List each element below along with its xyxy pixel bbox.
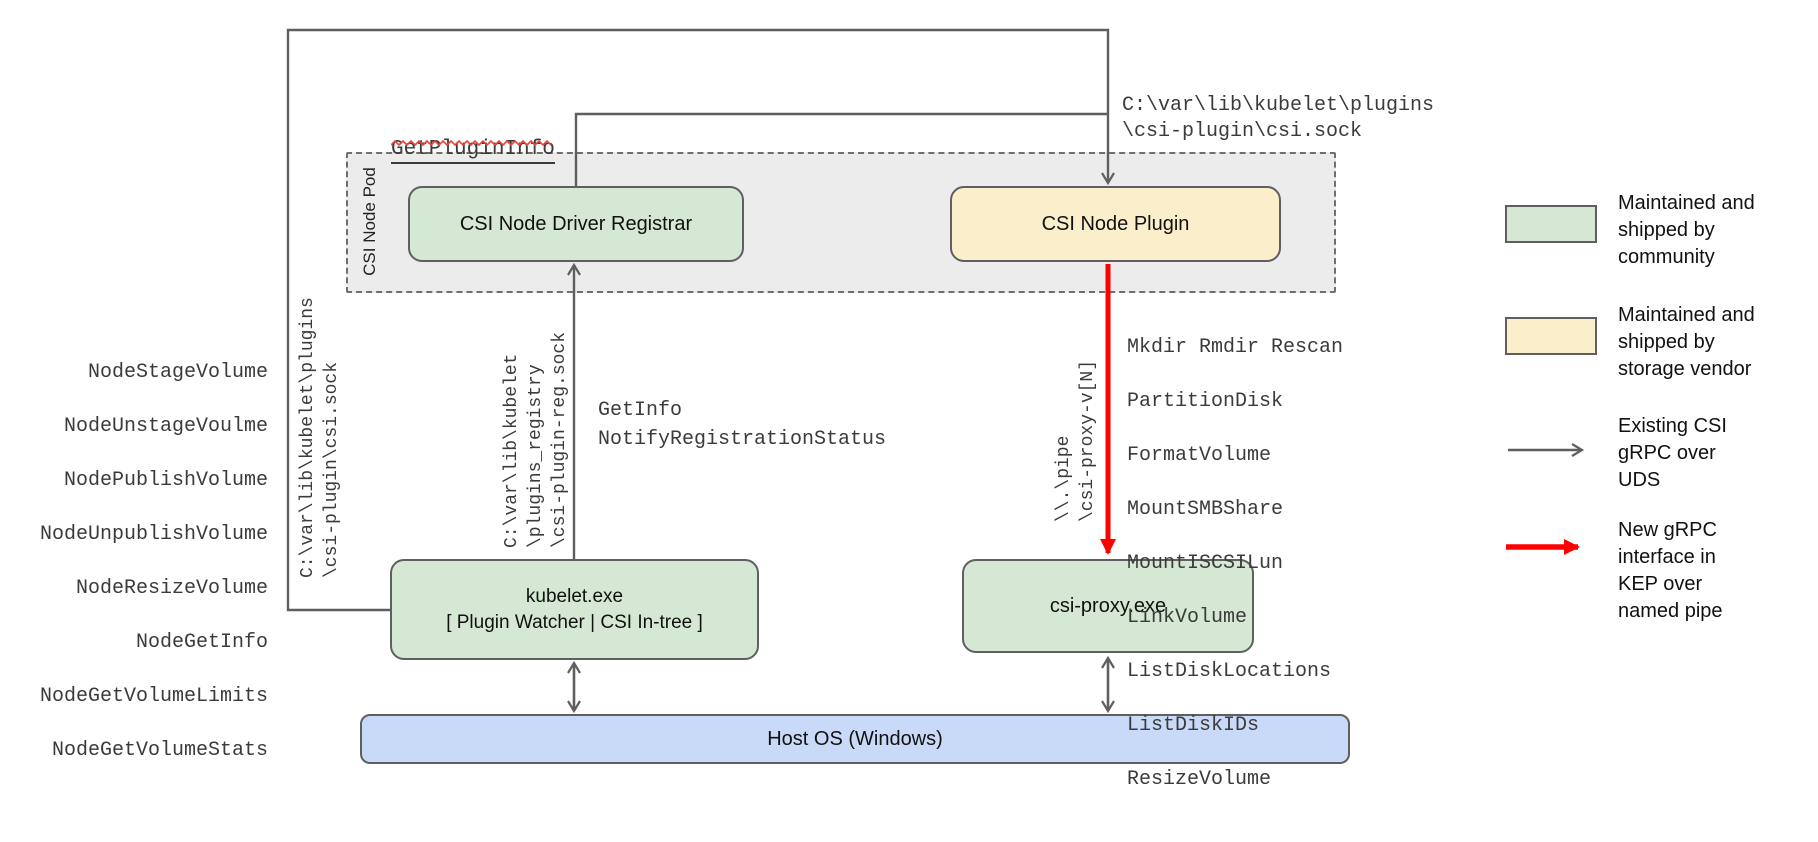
- plugin-label: CSI Node Plugin: [1041, 213, 1190, 235]
- kubelet-label-line2: [ Plugin Watcher | CSI In-tree ]: [446, 611, 703, 633]
- registration-rpc-label: GetInfo NotifyRegistrationStatus: [598, 399, 887, 451]
- csi-sock-path-rotated-label: C:\var\lib\kubelet\plugins \csi-plugin\c…: [298, 297, 342, 578]
- legend-text-existing-grpc: Existing CSI gRPC over UDS: [1618, 415, 1727, 491]
- node-rpc-item: NodeUnstageVoulme: [63, 415, 268, 438]
- legend-swatch-vendor: [1505, 317, 1597, 355]
- proxy-rpc-item: ListDiskIDs: [1127, 714, 1260, 737]
- proxy-rpc-list: Mkdir Rmdir Rescan PartitionDisk FormatV…: [1127, 307, 1343, 820]
- legend-text-new-grpc: New gRPC interface in KEP over named pip…: [1618, 519, 1723, 622]
- legend-text-community: Maintained and shipped by community: [1618, 192, 1755, 268]
- host-os-label: Host OS (Windows): [767, 728, 943, 750]
- kubelet-label-line1: kubelet.exe: [525, 585, 624, 607]
- legend-swatch-community: [1505, 205, 1597, 243]
- node-rpc-item: NodeGetVolumeLimits: [39, 685, 268, 708]
- proxy-rpc-item: MountSMBShare: [1127, 498, 1284, 521]
- registrar-label: CSI Node Driver Registrar: [459, 213, 693, 235]
- csi-node-pod-label: CSI Node Pod: [360, 167, 379, 276]
- spellcheck-wavy-underline: [391, 139, 552, 147]
- proxy-rpc-item: FormatVolume: [1127, 444, 1272, 467]
- node-rpc-item: NodeGetInfo: [135, 631, 268, 654]
- kubelet-box: kubelet.exe [ Plugin Watcher | CSI In-tr…: [390, 559, 759, 660]
- node-rpc-item: NodePublishVolume: [63, 469, 268, 492]
- proxy-rpc-item: LinkVolume: [1127, 606, 1248, 629]
- csi-proxy-box: csi-proxy.exe: [962, 559, 1254, 653]
- node-rpc-item: NodeResizeVolume: [75, 577, 268, 600]
- node-rpc-list: NodeStageVolume NodeUnstageVoulme NodePu…: [25, 332, 268, 791]
- proxy-rpc-item: ListDiskLocations: [1127, 660, 1332, 683]
- node-rpc-item: NodeGetVolumeStats: [51, 739, 268, 762]
- legend-text-vendor: Maintained and shipped by storage vendor: [1618, 304, 1755, 380]
- proxy-rpc-item: MountISCSILun: [1127, 552, 1284, 575]
- registry-sock-path-rotated-label: C:\var\lib\kubelet \plugins_registry \cs…: [502, 331, 570, 548]
- proxy-rpc-item: ResizeVolume: [1127, 768, 1272, 791]
- csi-sock-path-label: C:\var\lib\kubelet\plugins \csi-plugin\c…: [1122, 94, 1435, 143]
- csi-node-plugin-box: CSI Node Plugin: [950, 186, 1281, 262]
- proxy-rpc-item: PartitionDisk: [1127, 390, 1284, 413]
- node-rpc-item: NodeStageVolume: [87, 361, 268, 384]
- proxy-rpc-item: Mkdir Rmdir Rescan: [1127, 336, 1344, 359]
- csi-proxy-label: csi-proxy.exe: [1049, 595, 1167, 617]
- csi-node-driver-registrar-box: CSI Node Driver Registrar: [408, 186, 744, 262]
- getplugininfo-label: GetPluginInfo: [391, 114, 555, 164]
- node-rpc-item: NodeUnpublishVolume: [39, 523, 268, 546]
- host-os-box: Host OS (Windows): [360, 714, 1350, 764]
- named-pipe-rotated-label: \\.\pipe \csi-proxy-v[N]: [1054, 359, 1098, 522]
